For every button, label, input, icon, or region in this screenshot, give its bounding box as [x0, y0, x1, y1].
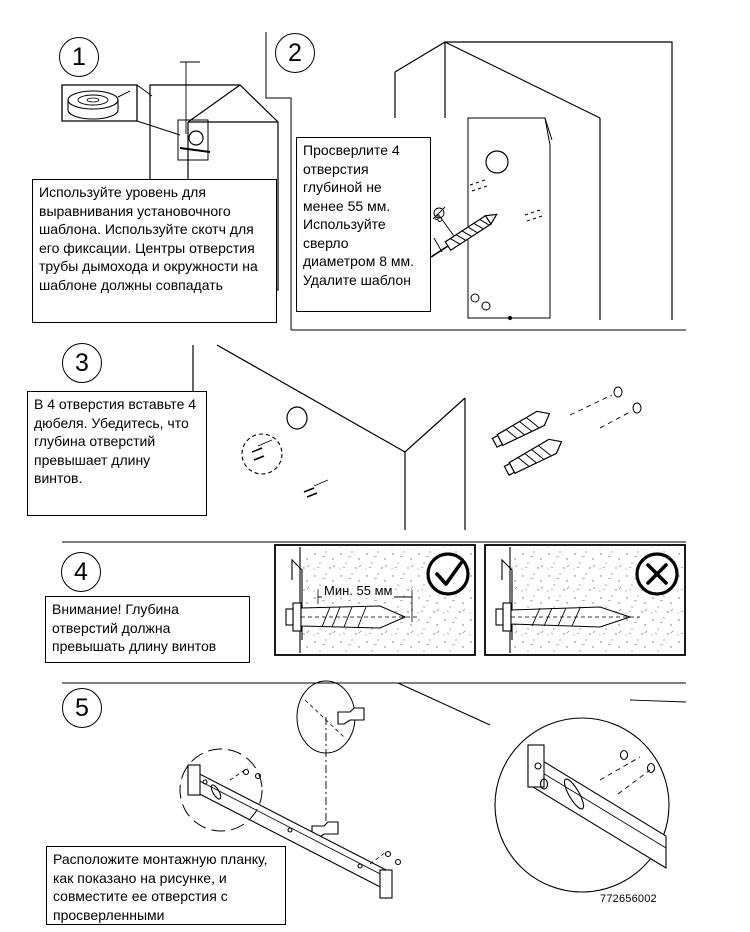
step5-instruction: Расположите монтажную планку, как показа… — [46, 846, 286, 925]
step3-instruction: В 4 отверстия вставьте 4 дюбеля. Убедите… — [27, 391, 207, 516]
step5-mounting-bracket — [179, 680, 687, 899]
step4-instruction: Внимание! Глубина отверстий должна превы… — [45, 596, 250, 663]
check-circle-icon — [435, 561, 463, 586]
step2-instruction: Просверлите 4 отверстия глубиной не мене… — [296, 137, 431, 312]
cross-circle-icon — [646, 563, 668, 585]
step-number-1: 1 — [59, 37, 99, 77]
step-number-5: 5 — [62, 688, 102, 728]
step-number-3: 3 — [62, 343, 102, 383]
step4-panel-correct — [274, 544, 476, 656]
level-tool-callout — [61, 84, 181, 136]
document-code: 772656002 — [600, 893, 657, 905]
section-dividers — [62, 32, 686, 684]
step2-wall-drilling — [394, 41, 673, 321]
step3-wall-dowels — [192, 344, 642, 530]
step-number-2: 2 — [275, 33, 315, 73]
step4-panel-wrong — [484, 544, 686, 656]
min-depth-label: Мин. 55 мм — [322, 583, 395, 598]
step-number-4: 4 — [61, 552, 101, 592]
step1-instruction: Используйте уровень для выравнивания уст… — [32, 179, 277, 323]
